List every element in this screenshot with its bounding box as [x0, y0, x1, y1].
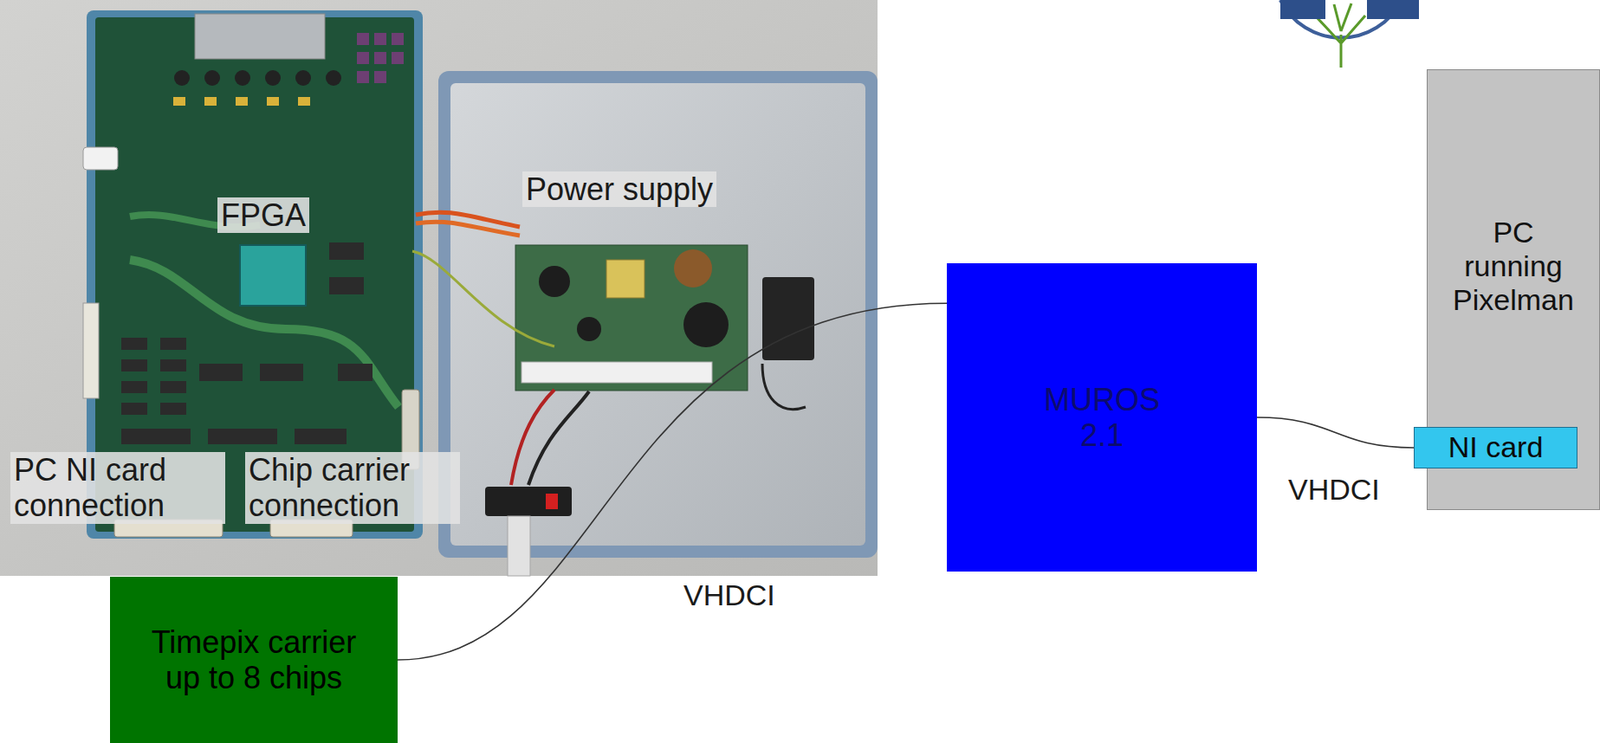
readout-board [295, 70, 311, 86]
power-supply-box [507, 516, 531, 577]
readout-board [234, 70, 251, 86]
readout-board [174, 70, 342, 86]
power-supply-box [545, 493, 558, 510]
cable-label: VHDCI [680, 578, 778, 613]
readout-board [121, 242, 373, 445]
power-supply-box [528, 391, 590, 486]
readout-board [194, 13, 325, 59]
readout-board [160, 337, 187, 350]
readout-board [83, 147, 118, 170]
connector-label: PC NI card connection [10, 452, 226, 525]
card-box: NI card [1413, 427, 1578, 469]
logo-emblem [1280, 0, 1326, 20]
power-supply-box [521, 362, 713, 383]
readout-board [266, 97, 279, 106]
power-supply-box [485, 486, 572, 517]
power-supply-box [673, 249, 713, 288]
box-text: PC running Pixelman [1444, 215, 1583, 318]
power-supply-box [438, 71, 878, 558]
readout-board [329, 242, 364, 260]
photo-background [0, 0, 878, 577]
interface-box: MUROS 2.1 [946, 263, 1257, 572]
readout-board [121, 337, 148, 350]
readout-board [374, 71, 387, 84]
readout-board [356, 71, 370, 84]
power-supply-box [606, 259, 645, 298]
readout-board [204, 97, 217, 106]
carrier-box: Timepix carrier up to 8 chips [110, 576, 398, 743]
part-label: FPGA [217, 197, 310, 234]
readout-board [239, 245, 306, 306]
readout-board [356, 51, 370, 65]
readout-board [83, 303, 99, 399]
readout-board [121, 381, 148, 394]
readout-board [391, 51, 404, 65]
readout-board [173, 97, 186, 106]
logo-emblem [1366, 0, 1419, 20]
readout-board [374, 51, 387, 65]
readout-board [259, 363, 304, 382]
readout-board [337, 363, 373, 382]
power-supply-box [515, 245, 748, 391]
power-supply-box [683, 302, 729, 348]
part-label: Power supply [522, 171, 717, 208]
readout-board [391, 32, 404, 46]
power-supply-box [538, 265, 571, 298]
power-supply-box [576, 317, 602, 342]
readout-board [160, 359, 187, 372]
readout-board [294, 428, 347, 445]
photo-background [0, 0, 878, 577]
readout-board [207, 428, 278, 445]
cable-line [1256, 417, 1414, 448]
power-supply-box [762, 277, 815, 361]
cable-label: VHDCI [1285, 472, 1383, 507]
readout-board [121, 402, 148, 415]
readout-board [325, 70, 342, 86]
power-supply-box [450, 83, 866, 546]
cable-line [397, 303, 947, 661]
readout-board [199, 363, 243, 382]
readout-board [374, 32, 387, 46]
box-text: NI card [1448, 430, 1544, 465]
readout-board [160, 381, 187, 394]
readout-board [173, 97, 311, 106]
computer-box: PC running Pixelman NI card [1426, 69, 1600, 511]
readout-board [121, 428, 191, 445]
power-supply-box [762, 363, 806, 410]
logo-emblem [1280, 0, 1419, 68]
readout-board [329, 277, 364, 295]
box-text: Timepix carrier up to 8 chips [145, 624, 363, 697]
readout-board [121, 359, 148, 372]
readout-board [160, 402, 187, 415]
readout-board [174, 70, 190, 86]
readout-board [356, 32, 370, 46]
readout-board [356, 32, 404, 84]
power-supply-box [412, 251, 555, 347]
box-text: MUROS 2.1 [1036, 382, 1167, 454]
readout-board [297, 97, 311, 106]
readout-board [265, 70, 281, 86]
power-supply-box [412, 71, 878, 577]
connector-label: Chip carrier connection [245, 452, 460, 525]
readout-board [235, 97, 248, 106]
power-supply-box [415, 221, 520, 236]
readout-board [204, 70, 221, 86]
